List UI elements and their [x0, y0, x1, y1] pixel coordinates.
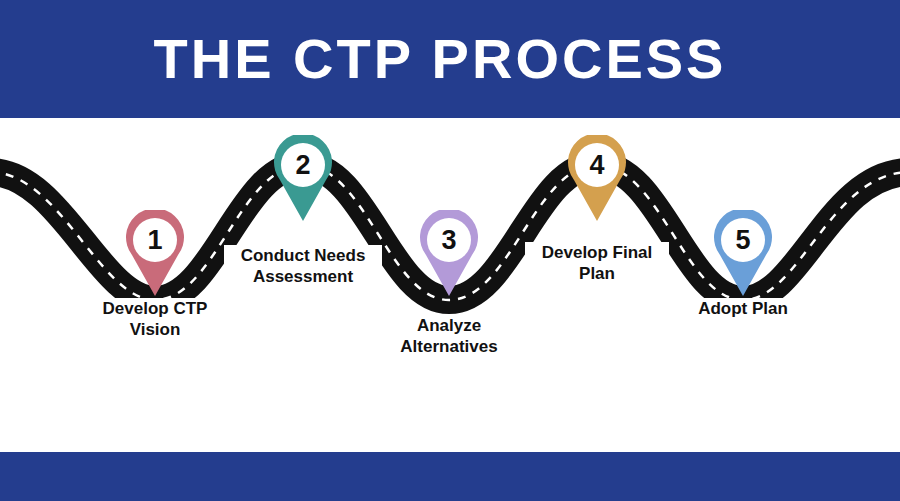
- location-pin: 3Analyze Alternatives: [359, 210, 539, 357]
- location-pin: 5Adopt Plan: [653, 210, 833, 319]
- location-pin: 4Develop Final Plan: [507, 135, 687, 284]
- step-label: Develop CTP Vision: [86, 298, 224, 340]
- step-number: 4: [567, 135, 627, 195]
- location-pin: 2Conduct Needs Assessment: [213, 135, 393, 287]
- step-number: 5: [713, 210, 773, 270]
- step-label: Conduct Needs Assessment: [224, 245, 382, 287]
- step-label: Adopt Plan: [674, 298, 812, 319]
- bottom-band: [0, 452, 900, 501]
- step-label: Analyze Alternatives: [388, 315, 510, 357]
- step-number: 3: [419, 210, 479, 270]
- title-band: [0, 0, 900, 118]
- road: [0, 165, 900, 300]
- step-number: 1: [125, 210, 185, 270]
- title: THE CTP PROCESS: [0, 0, 880, 118]
- step-label: Develop Final Plan: [525, 242, 669, 284]
- location-pin: 1Develop CTP Vision: [65, 210, 245, 340]
- road-centre-line: [0, 165, 900, 300]
- step-number: 2: [273, 135, 333, 195]
